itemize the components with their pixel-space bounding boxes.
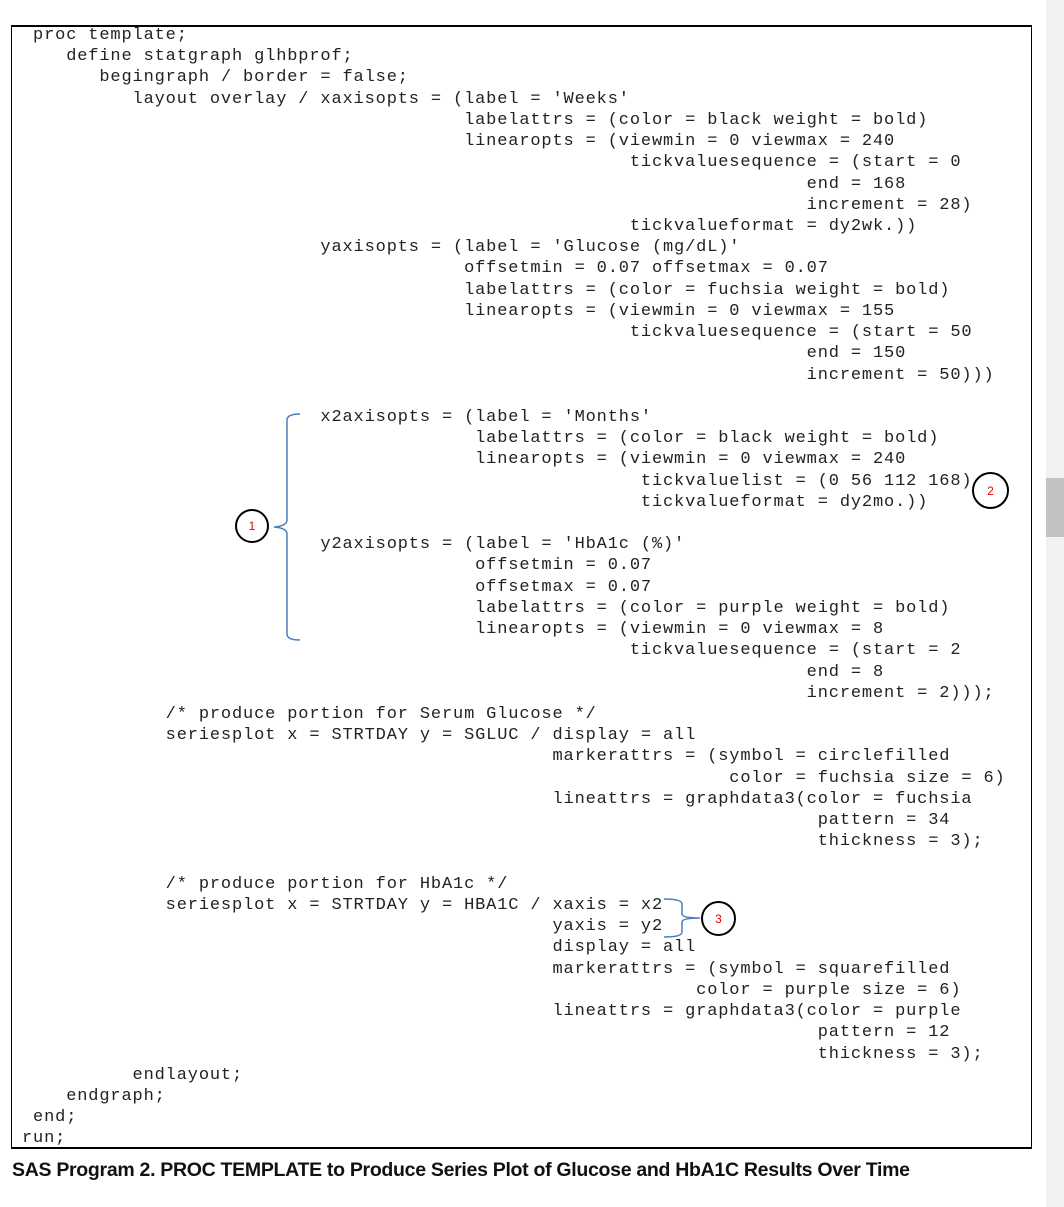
code-line xyxy=(22,513,1006,534)
code-line: tickvaluelist = (0 56 112 168) xyxy=(22,471,973,491)
figure-caption: SAS Program 2. PROC TEMPLATE to Produce … xyxy=(12,1159,910,1181)
code-line: increment = 2))); xyxy=(22,683,995,703)
code-line: tickvaluesequence = (start = 50 xyxy=(22,323,973,343)
code-line: offsetmax = 0.07 xyxy=(22,577,652,597)
callout-2-number: 2 xyxy=(987,483,994,498)
code-line: offsetmin = 0.07 xyxy=(22,556,652,576)
code-line: color = fuchsia size = 6) xyxy=(22,768,1006,788)
code-line: /* produce portion for Serum Glucose */ xyxy=(22,705,597,724)
code-line: labelattrs = (color = black weight = bol… xyxy=(22,110,929,130)
code-line: display = all xyxy=(22,938,697,958)
code-line: endgraph; xyxy=(22,1086,166,1106)
code-line: end = 168 xyxy=(22,174,907,194)
scrollbar-thumb[interactable] xyxy=(1046,478,1064,537)
code-line: increment = 28) xyxy=(22,195,973,215)
code-line: labelattrs = (color = fuchsia weight = b… xyxy=(22,280,951,300)
code-line xyxy=(22,853,1006,874)
code-line: increment = 50))) xyxy=(22,365,995,385)
code-line: end = 8 xyxy=(22,662,885,682)
code-listing-box xyxy=(11,25,1032,1149)
callout-1-number: 1 xyxy=(248,519,256,533)
code-line: linearopts = (viewmin = 0 viewmax = 240 xyxy=(22,132,896,152)
code-line: yaxis = y2 xyxy=(22,917,663,937)
code-line: endlayout; xyxy=(22,1065,244,1085)
callout-2: 2 xyxy=(972,472,1009,509)
code-line: markerattrs = (symbol = squarefilled xyxy=(22,959,951,979)
sas-code-listing: proc template; define statgraph glhbprof… xyxy=(22,25,1006,1150)
code-line: run; xyxy=(22,1129,67,1149)
code-line: linearopts = (viewmin = 0 viewmax = 240 xyxy=(22,450,907,470)
code-line: seriesplot x = STRTDAY y = SGLUC / displ… xyxy=(22,726,697,746)
code-line: labelattrs = (color = purple weight = bo… xyxy=(22,598,951,618)
code-line: linearopts = (viewmin = 0 viewmax = 155 xyxy=(22,301,896,321)
code-line: /* produce portion for HbA1c */ xyxy=(22,874,509,894)
callout-3-number: 3 xyxy=(715,911,722,926)
code-line: markerattrs = (symbol = circlefilled xyxy=(22,747,951,767)
callout-3: 3 xyxy=(701,901,736,936)
code-line: tickvaluesequence = (start = 0 xyxy=(22,153,962,173)
callout-1: 1 xyxy=(235,509,269,543)
code-line xyxy=(22,386,1006,407)
code-line: offsetmin = 0.07 offsetmax = 0.07 xyxy=(22,259,829,279)
code-line: pattern = 34 xyxy=(22,811,951,831)
code-line: tickvalueformat = dy2wk.)) xyxy=(22,216,918,236)
code-line: tickvalueformat = dy2mo.)) xyxy=(22,492,929,512)
code-line: labelattrs = (color = black weight = bol… xyxy=(22,429,940,449)
code-line: x2axisopts = (label = 'Months' xyxy=(22,407,652,427)
code-line: lineattrs = graphdata3(color = purple xyxy=(22,1002,962,1022)
code-line: tickvaluesequence = (start = 2 xyxy=(22,641,962,661)
code-line: thickness = 3); xyxy=(22,1044,984,1064)
code-line: proc template; xyxy=(22,26,188,45)
code-line: y2axisopts = (label = 'HbA1c (%)' xyxy=(22,535,686,555)
code-line: define statgraph glhbprof; xyxy=(22,47,354,67)
code-line: pattern = 12 xyxy=(22,1023,951,1043)
code-line: color = purple size = 6) xyxy=(22,980,962,1000)
code-line: layout overlay / xaxisopts = (label = 'W… xyxy=(22,89,630,109)
code-line: lineattrs = graphdata3(color = fuchsia xyxy=(22,789,973,809)
code-line: yaxisopts = (label = 'Glucose (mg/dL)' xyxy=(22,238,741,258)
code-line: seriesplot x = STRTDAY y = HBA1C / xaxis… xyxy=(22,895,663,915)
code-line: linearopts = (viewmin = 0 viewmax = 8 xyxy=(22,620,885,640)
code-line: thickness = 3); xyxy=(22,832,984,852)
code-line: end; xyxy=(22,1108,78,1128)
code-line: begingraph / border = false; xyxy=(22,68,409,88)
code-line: end = 150 xyxy=(22,344,907,364)
scrollbar-track[interactable] xyxy=(1046,0,1064,1207)
